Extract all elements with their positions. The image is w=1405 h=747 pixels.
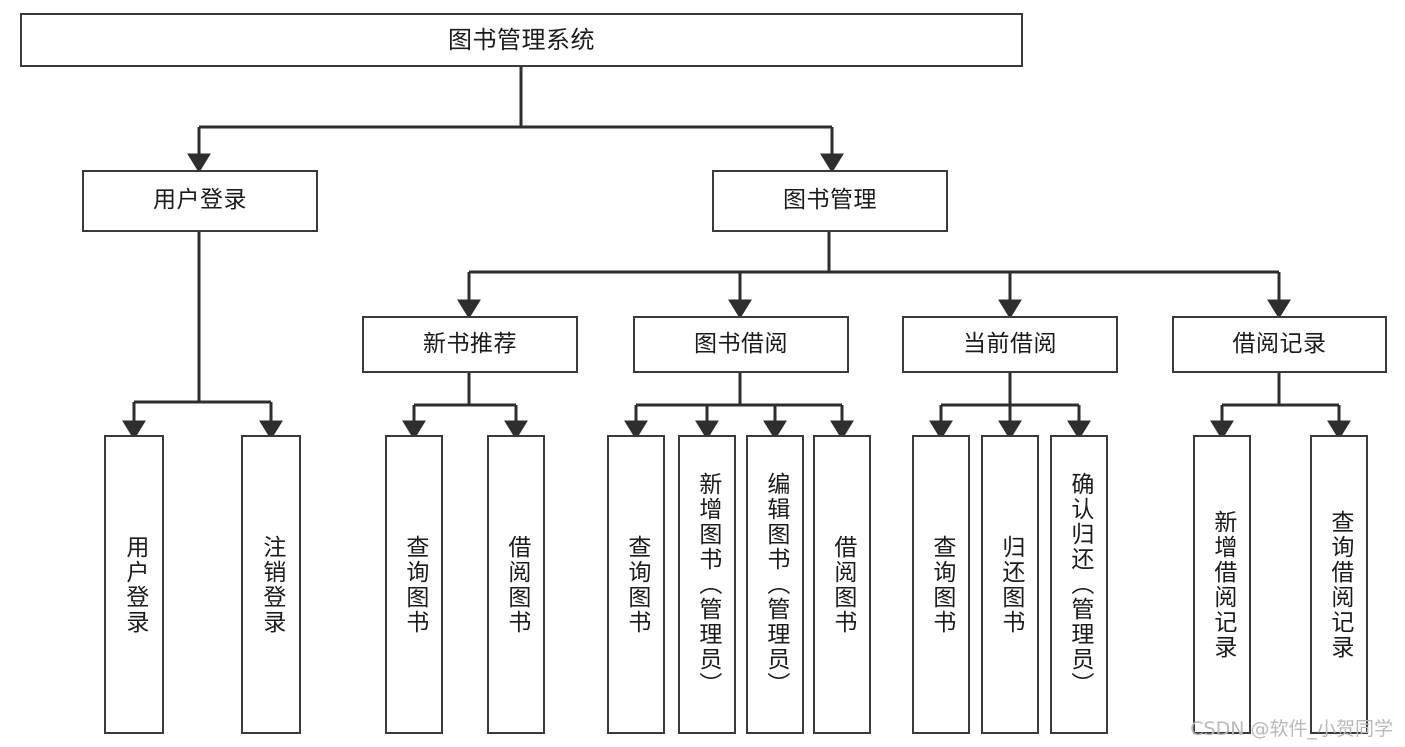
node-label: 新增图书（管理员） <box>694 472 721 697</box>
node-leaf-return-book[interactable]: 归还图书 <box>981 435 1039 734</box>
node-leaf-query-record[interactable]: 查询借阅记录 <box>1310 435 1368 734</box>
node-leaf-user-login[interactable]: 用户登录 <box>104 435 164 734</box>
node-book-manage[interactable]: 图书管理 <box>712 170 948 232</box>
node-leaf-logout[interactable]: 注销登录 <box>241 435 301 734</box>
node-label: 图书管理 <box>783 187 877 214</box>
node-current-borrow[interactable]: 当前借阅 <box>902 316 1118 373</box>
node-user-login[interactable]: 用户登录 <box>82 170 318 232</box>
node-label: 确认归还（管理员） <box>1066 472 1093 697</box>
node-leaf-query-book-2[interactable]: 查询图书 <box>607 435 665 734</box>
node-label: 借阅图书 <box>503 534 530 635</box>
node-label: 新书推荐 <box>423 330 517 357</box>
node-label: 新增借阅记录 <box>1209 509 1236 660</box>
node-label: 查询借阅记录 <box>1326 509 1353 660</box>
node-label: 查询图书 <box>401 534 428 635</box>
node-leaf-add-record[interactable]: 新增借阅记录 <box>1193 435 1251 734</box>
node-leaf-add-book[interactable]: 新增图书（管理员） <box>678 435 736 734</box>
csdn-watermark: CSDN @软件_小贺同学 <box>1190 718 1393 740</box>
node-leaf-confirm-return[interactable]: 确认归还（管理员） <box>1050 435 1108 734</box>
node-label: 编辑图书（管理员） <box>762 472 789 697</box>
node-label: 借阅记录 <box>1232 330 1327 357</box>
node-label: 查询图书 <box>623 534 650 635</box>
node-label: 查询图书 <box>928 534 955 635</box>
node-new-book-rec[interactable]: 新书推荐 <box>362 316 578 373</box>
node-borrow-record[interactable]: 借阅记录 <box>1172 316 1387 373</box>
node-leaf-query-book-3[interactable]: 查询图书 <box>912 435 970 734</box>
node-leaf-query-book-1[interactable]: 查询图书 <box>385 435 443 734</box>
node-label: 当前借阅 <box>963 330 1057 357</box>
node-label: 图书管理系统 <box>448 25 595 54</box>
node-leaf-borrow-book-1[interactable]: 借阅图书 <box>487 435 545 734</box>
node-label: 借阅图书 <box>829 534 856 635</box>
node-label: 归还图书 <box>997 534 1024 635</box>
node-leaf-edit-book[interactable]: 编辑图书（管理员） <box>746 435 804 734</box>
node-leaf-borrow-book-2[interactable]: 借阅图书 <box>813 435 871 734</box>
node-root-system[interactable]: 图书管理系统 <box>20 13 1023 67</box>
node-label: 用户登录 <box>153 187 247 214</box>
node-label: 用户登录 <box>121 534 148 635</box>
node-label: 注销登录 <box>258 534 285 635</box>
node-book-borrow[interactable]: 图书借阅 <box>633 316 849 373</box>
node-label: 图书借阅 <box>694 330 788 357</box>
